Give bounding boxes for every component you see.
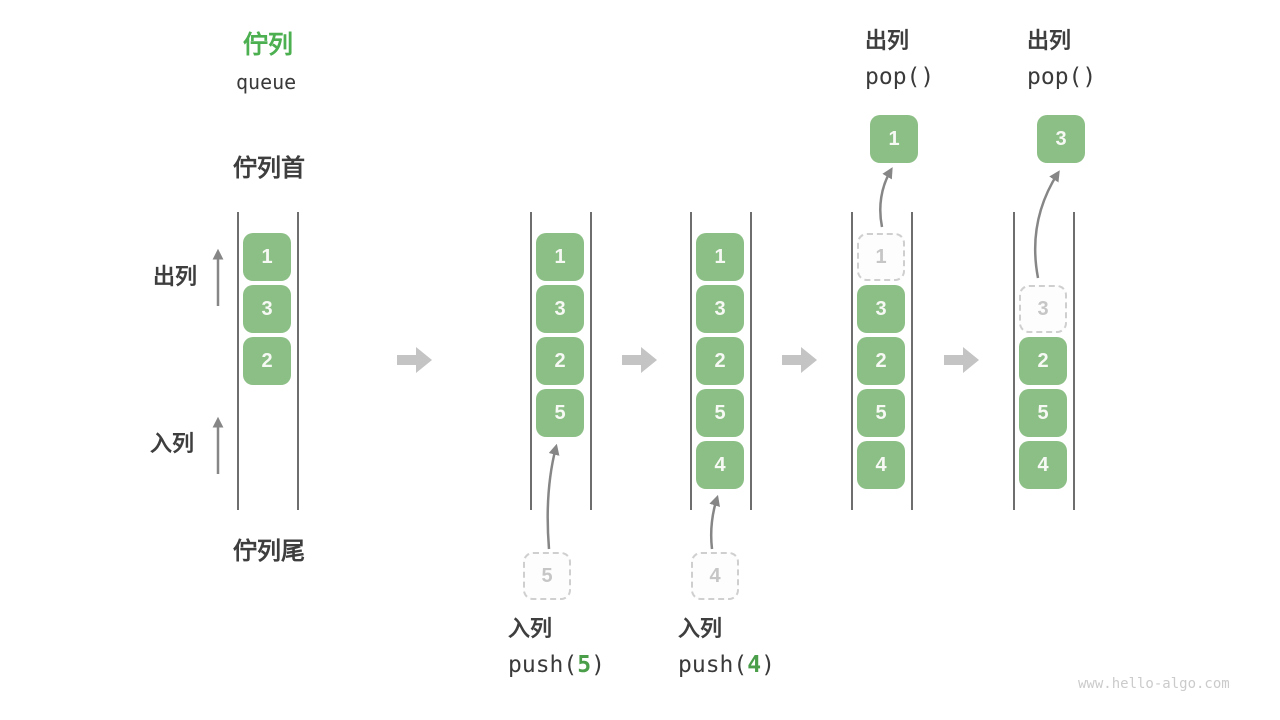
push-close-text: ) xyxy=(761,652,775,678)
queue-wall-right xyxy=(911,212,913,510)
queue-item: 4 xyxy=(1019,441,1067,489)
queue-item: 3 xyxy=(536,285,584,333)
push-fn-text: push( xyxy=(508,652,578,678)
queue-wall-left xyxy=(851,212,853,510)
push-action-label: 入列 xyxy=(678,616,723,641)
queue-item: 4 xyxy=(696,441,744,489)
push-code-label: push(5) xyxy=(508,654,605,677)
queue-item: 1 xyxy=(696,233,744,281)
queue-front-label: 佇列首 xyxy=(233,155,305,182)
queue-wall-right xyxy=(590,212,592,510)
push-arg-text: 5 xyxy=(577,652,592,678)
pop-1-arrow xyxy=(879,167,893,228)
push-4-arrow xyxy=(709,494,720,550)
queue-wall-left xyxy=(530,212,532,510)
push-close-text: ) xyxy=(591,652,605,678)
queue-wall-left xyxy=(690,212,692,510)
queue-item: 1 xyxy=(243,233,291,281)
transition-arrow-4 xyxy=(944,347,979,373)
dequeue-label: 出列 xyxy=(153,264,198,289)
queue-item: 2 xyxy=(857,337,905,385)
queue-item: 4 xyxy=(857,441,905,489)
diagram-subtitle: queue xyxy=(236,70,297,94)
diagram-title: 佇列 xyxy=(243,31,294,59)
queue-item: 2 xyxy=(696,337,744,385)
queue-item: 3 xyxy=(696,285,744,333)
queue-wall-left xyxy=(237,212,239,510)
queue-wall-left xyxy=(1013,212,1015,510)
queue-item: 5 xyxy=(1019,389,1067,437)
pop-action-label: 出列 xyxy=(865,28,910,53)
pop-action-label: 出列 xyxy=(1027,28,1072,53)
watermark: www.hello-algo.com xyxy=(1078,676,1230,692)
transition-arrow-2 xyxy=(622,347,657,373)
queue-item: 5 xyxy=(536,389,584,437)
push-5-arrow xyxy=(546,443,560,550)
transition-arrow-1 xyxy=(397,347,432,373)
queue-wall-right xyxy=(750,212,752,510)
enqueue-label: 入列 xyxy=(150,431,195,456)
queue-item: 2 xyxy=(536,337,584,385)
push-fn-text: push( xyxy=(678,652,748,678)
queue-wall-right xyxy=(1073,212,1075,510)
pop-code-label: pop() xyxy=(865,64,935,90)
pop-code-label: pop() xyxy=(1027,64,1097,90)
queue-item: 3 xyxy=(857,285,905,333)
queue-item-dashed: 1 xyxy=(857,233,905,281)
queue-item: 3 xyxy=(243,285,291,333)
queue-item: 2 xyxy=(243,337,291,385)
transition-arrow-3 xyxy=(782,347,817,373)
staging-item: 5 xyxy=(523,552,571,600)
push-arg-text: 4 xyxy=(747,652,762,678)
staging-item: 4 xyxy=(691,552,739,600)
push-action-label: 入列 xyxy=(508,616,553,641)
pop-3-arrow xyxy=(1034,170,1060,279)
popped-item: 3 xyxy=(1037,115,1085,163)
queue-item: 5 xyxy=(696,389,744,437)
queue-item: 2 xyxy=(1019,337,1067,385)
queue-item: 1 xyxy=(536,233,584,281)
queue-item: 5 xyxy=(857,389,905,437)
popped-item: 1 xyxy=(870,115,918,163)
push-code-label: push(4) xyxy=(678,654,775,677)
queue-rear-label: 佇列尾 xyxy=(233,538,305,565)
queue-item-dashed: 3 xyxy=(1019,285,1067,333)
queue-wall-right xyxy=(297,212,299,510)
